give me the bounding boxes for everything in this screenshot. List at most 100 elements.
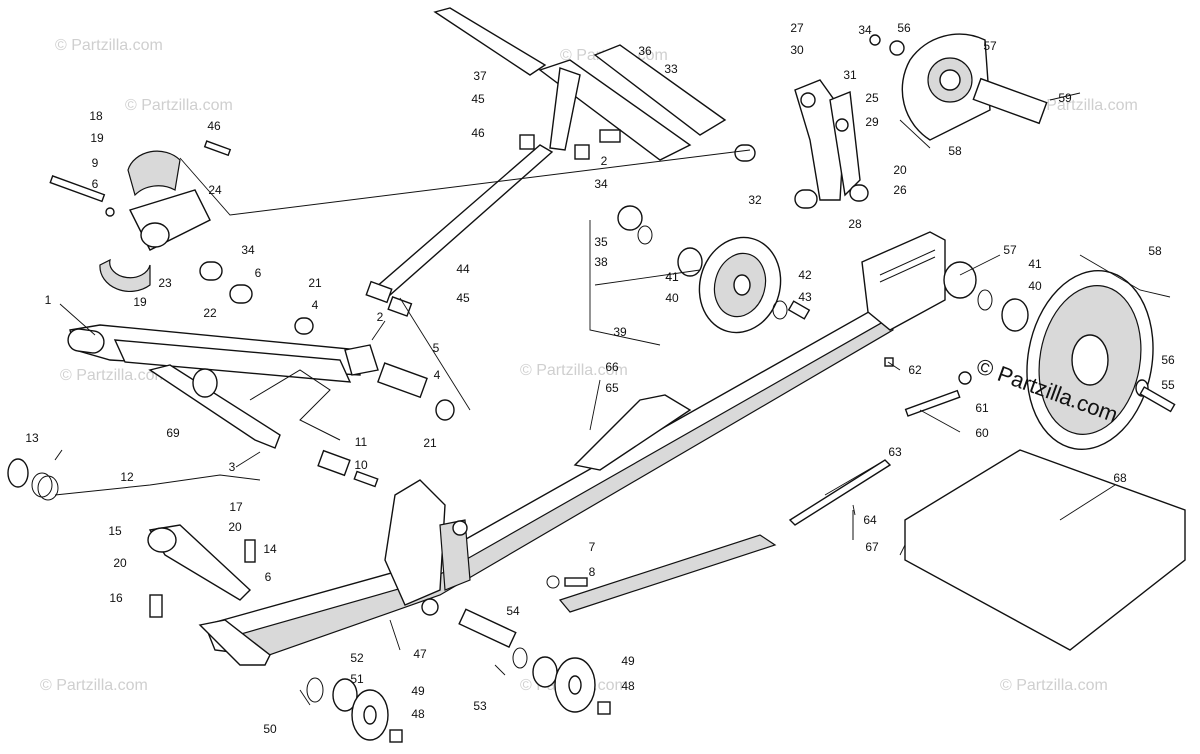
callout-11: 11 [355,435,368,449]
watermark-7: © Partzilla.com [1000,677,1108,694]
callout-53: 53 [473,699,487,713]
callout-20-7: 20 [228,520,242,534]
callout-57: 57 [983,39,997,53]
callout-44: 44 [456,262,470,276]
large-rear-wheel [943,261,1176,450]
callout-2: 2 [377,310,384,324]
callout-51: 51 [350,672,364,686]
callout-68: 68 [1113,471,1127,485]
callout-69: 69 [166,426,180,440]
callout-36: 36 [638,44,652,58]
wear-pad [904,449,1186,651]
hardware-rods [558,357,972,613]
watermark-3: © Partzilla.com [60,367,168,384]
upper-shaft [433,7,727,161]
callout-22: 22 [203,306,217,320]
callout-5: 5 [433,341,440,355]
callout-46: 46 [471,126,485,140]
callout-65: 65 [605,381,619,395]
callout-45-11: 45 [456,291,470,305]
callout-3: 3 [229,460,236,474]
callout-19-6: 19 [133,295,147,309]
lever [147,524,256,618]
callout-56: 56 [897,21,911,35]
callout-30: 30 [790,43,804,57]
callout-34-8: 34 [241,243,255,257]
callout-13: 13 [25,431,39,445]
callout-41-12: 41 [1028,257,1042,271]
callout-48-19: 48 [621,679,635,693]
watermark-4: © Partzilla.com [520,362,628,379]
callout-20-17: 20 [893,163,907,177]
top-wheel [869,33,1048,141]
upper-linkage [734,79,869,209]
callout-40: 40 [665,291,679,305]
callout-52: 52 [350,651,364,665]
callout-33: 33 [664,62,678,76]
callout-4: 4 [312,298,319,312]
callout-42: 42 [798,268,812,282]
middle-wheel [617,205,811,334]
watermark-8: © Partzilla.com [1030,97,1138,114]
callout-9: 9 [92,156,99,170]
link-rod [365,144,554,317]
torsion-spring [7,449,261,501]
callout-21-4: 21 [423,436,437,450]
callout-26: 26 [893,183,907,197]
callout-61: 61 [975,401,989,415]
callout-27: 27 [790,21,804,35]
watermark-5: © Partzilla.com [40,677,148,694]
callout-10: 10 [354,458,368,472]
callout-59: 59 [1058,91,1072,105]
callout-35: 35 [594,235,608,249]
callout-66: 66 [605,360,619,374]
rail-assembly [198,231,947,666]
leader-lines [59,92,1171,706]
callout-41-20: 41 [665,270,679,284]
callout-38: 38 [594,255,608,269]
callout-40-13: 40 [1028,279,1042,293]
callout-34: 34 [858,23,872,37]
callout-41: 41 [665,270,679,284]
callout-16: 16 [109,591,123,605]
callout-43: 43 [798,290,812,304]
callout-62: 62 [908,363,922,377]
callout-21: 21 [308,276,322,290]
callout-20: 20 [113,556,127,570]
bottom-wheels [306,575,611,743]
callout-17: 17 [229,500,243,514]
callout-14: 14 [263,542,277,556]
callout-31: 31 [843,68,857,82]
callout-49-18: 49 [621,654,635,668]
front-arm [67,324,379,449]
callout-60: 60 [975,426,989,440]
watermark-1: © Partzilla.com [55,37,163,54]
callout-15: 15 [108,524,122,538]
callout-48: 48 [411,707,425,721]
callout-6-1: 6 [255,266,262,280]
callout-37: 37 [473,69,487,83]
callout-39: 39 [613,325,627,339]
callout-67: 67 [865,540,879,554]
callout-56-16: 56 [1161,353,1175,367]
callout-64: 64 [863,513,877,527]
callout-45: 45 [471,92,485,106]
callout-57-14: 57 [1003,243,1017,257]
watermark-2: © Partzilla.com [125,97,233,114]
callout-50: 50 [263,722,277,736]
callout-49: 49 [411,684,425,698]
callout-4-3: 4 [434,368,441,382]
callout-58-15: 58 [1148,244,1162,258]
callout-8: 8 [589,565,596,579]
callout-24: 24 [208,183,222,197]
callout-6-2: 6 [265,570,272,584]
callout-2-10: 2 [601,154,608,168]
callout-18: 18 [89,109,103,123]
callout-34-9: 34 [594,177,608,191]
callout-23: 23 [158,276,172,290]
callout-labels: 1234567891011121314151617181920212223242… [25,21,1175,736]
callout-28: 28 [848,217,862,231]
callout-58: 58 [948,144,962,158]
callout-32: 32 [748,193,762,207]
